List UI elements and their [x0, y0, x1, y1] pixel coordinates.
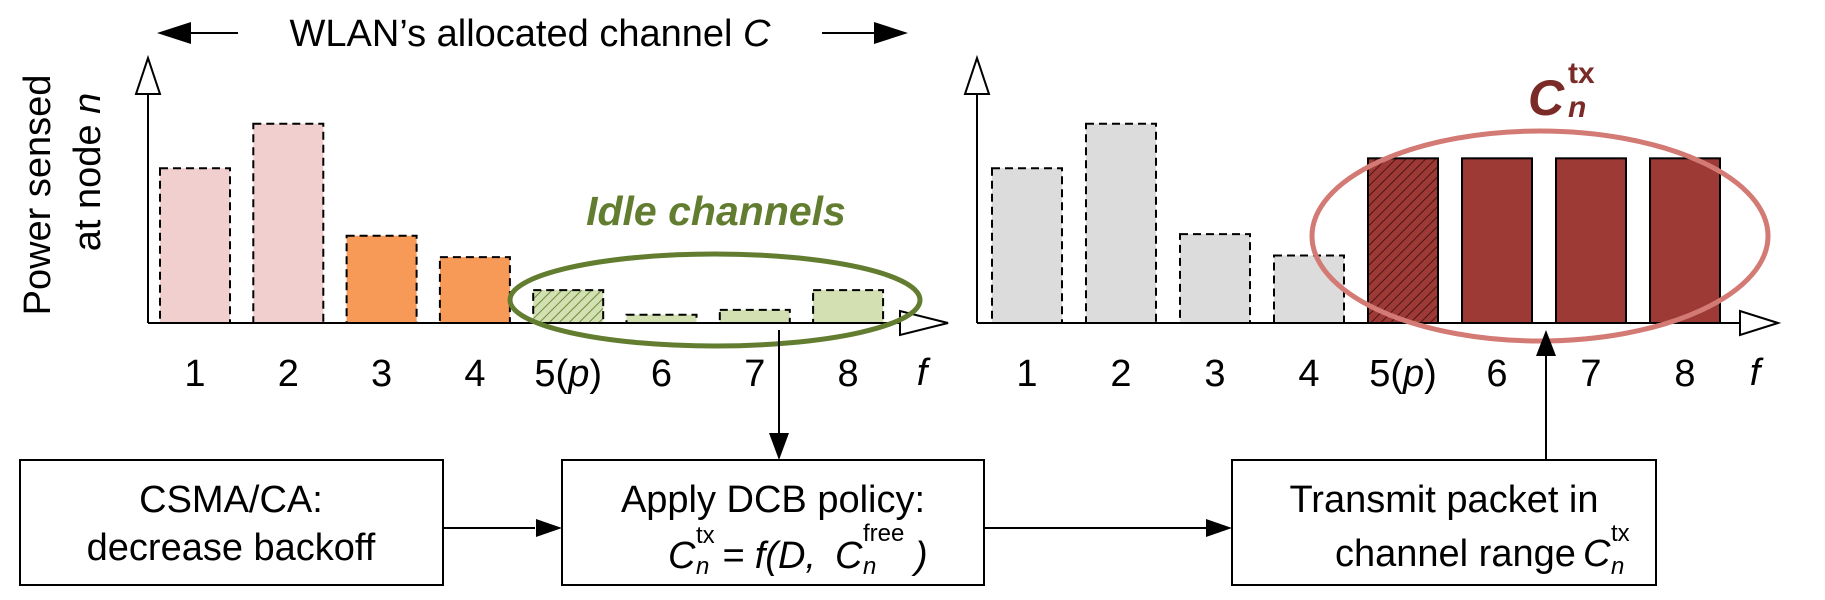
y-axis-label-line1: Power sensed: [17, 75, 59, 316]
right-tick-3: 3: [1204, 353, 1225, 395]
arrow-transmit-to-spectrum: [1536, 330, 1556, 356]
right-tick-1: 1: [1016, 353, 1037, 395]
dcb-line1: Apply DCB policy:: [621, 479, 925, 521]
left-spectrum-chart: 1 2 3 4 5(p) 6 7 8 f: [134, 54, 949, 395]
right-bar-6: [1461, 157, 1533, 324]
left-tick-8: 8: [838, 353, 859, 395]
left-tick-6: 6: [651, 353, 672, 395]
transmit-line2: channel range C tx n: [1335, 520, 1630, 580]
arrow-dcb-to-transmit: [1206, 519, 1232, 537]
transmit-box: Transmit packet in channel range C tx n: [1231, 459, 1657, 586]
svg-text:C: C: [1583, 533, 1611, 575]
right-x-axis-arrow: [1739, 309, 1782, 337]
right-tick-7: 7: [1580, 353, 1601, 395]
right-tick-2: 2: [1110, 353, 1131, 395]
svg-text:): ): [911, 535, 928, 577]
arrow-csma-to-dcb: [536, 519, 562, 537]
idle-channels-ellipse: [507, 251, 923, 349]
right-bar-4: [1273, 254, 1345, 324]
left-bar-2: [252, 122, 325, 325]
left-tick-1: 1: [184, 353, 205, 395]
left-f-label: f: [917, 352, 931, 394]
left-bar-8: [812, 289, 885, 325]
left-tick-2: 2: [278, 353, 299, 395]
left-bar-1: [159, 167, 231, 324]
transmit-line1: Transmit packet in: [1289, 479, 1598, 521]
right-tick-4: 4: [1298, 353, 1319, 395]
left-tick-5: 5(p): [534, 353, 602, 395]
right-bar-8: [1649, 157, 1721, 324]
left-tick-3: 3: [371, 353, 392, 395]
left-x-axis-arrow: [899, 309, 949, 337]
left-bar-4: [438, 256, 511, 324]
right-tick-6: 6: [1486, 353, 1507, 395]
svg-text:C: C: [668, 535, 696, 577]
svg-text:tx: tx: [1568, 57, 1595, 90]
svg-text:channel range: channel range: [1335, 533, 1576, 575]
y-axis-label-line2: at node n: [67, 93, 109, 251]
dcb-equation: C tx n = f(D, C free n ): [668, 520, 928, 580]
idle-channels-label: Idle channels: [586, 188, 846, 234]
svg-text:n: n: [863, 553, 876, 580]
svg-text:= f(D,: = f(D,: [722, 535, 816, 577]
svg-text:n: n: [1568, 91, 1586, 124]
svg-text:C: C: [1528, 70, 1565, 126]
dcb-box: Apply DCB policy: C tx n = f(D, C free n…: [561, 459, 985, 586]
left-tick-4: 4: [464, 353, 485, 395]
svg-text:C: C: [835, 535, 863, 577]
allocated-channel-label: WLAN’s allocated channel C: [290, 13, 771, 55]
right-bar-2: [1085, 122, 1157, 325]
csma-box: CSMA/CA: decrease backoff: [19, 459, 444, 586]
ctx-label: C tx n: [1528, 57, 1595, 126]
left-bar-6: [625, 313, 698, 324]
allocated-channel-span: WLAN’s allocated channel C: [157, 13, 908, 55]
csma-line2: decrease backoff: [87, 527, 376, 569]
right-spectrum-chart: 1 2 3 4 5(p) 6 7 8 f: [963, 54, 1782, 395]
ctx-ellipse: [1309, 128, 1771, 344]
csma-line1: CSMA/CA:: [139, 479, 323, 521]
right-y-axis-arrow: [963, 54, 991, 95]
left-bar-5: [532, 289, 605, 325]
arrow-idle-to-dcb: [769, 433, 789, 460]
svg-text:free: free: [863, 520, 904, 547]
right-bar-3: [1179, 233, 1251, 324]
svg-text:tx: tx: [696, 522, 715, 549]
left-bar-7: [718, 308, 791, 324]
left-tick-7: 7: [744, 353, 765, 395]
svg-text:tx: tx: [1611, 520, 1630, 547]
left-y-axis-arrow: [134, 54, 162, 95]
flow-arrows: [443, 330, 1556, 537]
right-tick-5: 5(p): [1369, 353, 1437, 395]
right-f-label: f: [1750, 352, 1764, 394]
right-bar-7: [1555, 157, 1627, 324]
left-bar-3: [345, 234, 418, 324]
right-bar-1: [991, 167, 1063, 324]
svg-text:n: n: [1611, 553, 1624, 580]
right-tick-8: 8: [1674, 353, 1695, 395]
svg-text:n: n: [696, 553, 709, 580]
right-bar-5: [1367, 157, 1439, 324]
